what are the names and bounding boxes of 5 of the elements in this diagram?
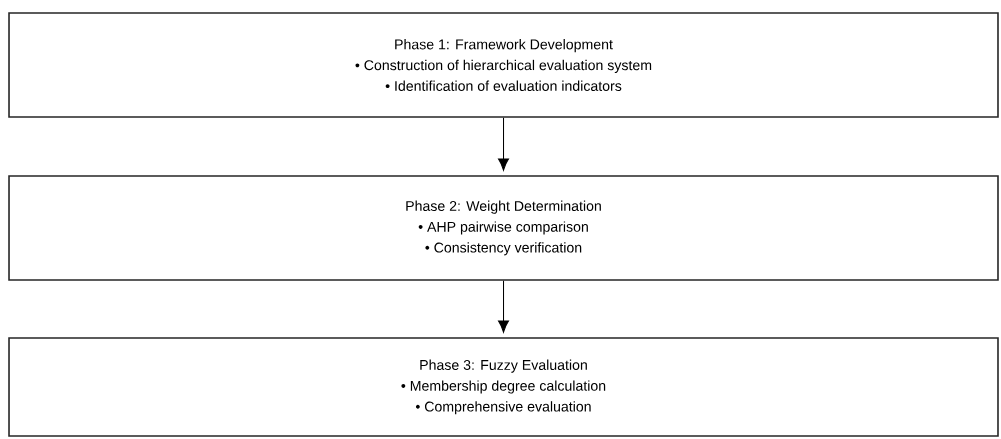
arrow: [498, 280, 509, 333]
phase-box: Phase 2: Weight Determination • AHP pairwise comparison • Consistency verification: [8, 175, 999, 281]
phase-box: Phase 1: Framework Development • Construction of hierarchical evaluation system • Identification of evaluation indicators: [8, 12, 999, 118]
arrow: [498, 117, 509, 171]
phase-box: Phase 3: Fuzzy Evaluation • Membership degree calculation • Comprehensive evaluation: [8, 337, 999, 437]
